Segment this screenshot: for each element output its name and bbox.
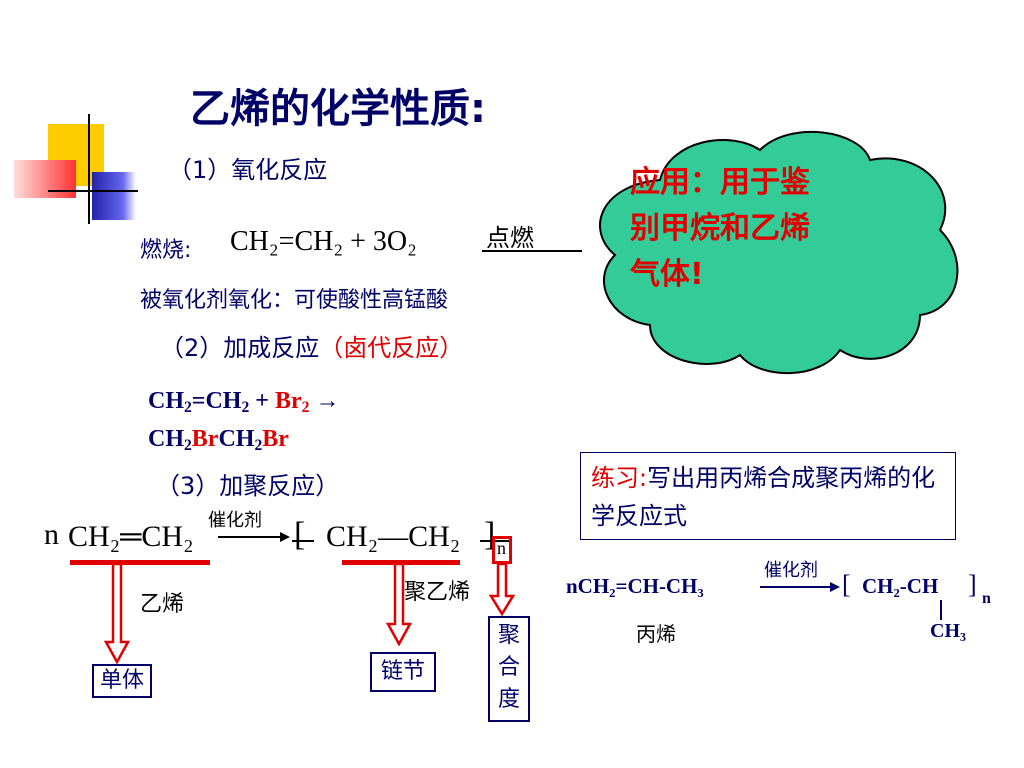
eth-bracket-right: ] [484,516,496,553]
prop-n-sub: n [982,590,991,607]
combustion-equation: CH₂=CH₂ + 3O₂ [230,226,417,257]
eq-ch: CH [218,426,255,452]
cloud-callout [599,130,959,375]
practice-label: 练习: [591,464,648,492]
eq-plus: + [255,388,269,414]
eth-product: CH₂—CH₂ [326,520,461,553]
oxidizer-line: 被氧化剂氧化：可使酸性高锰酸 [140,288,449,313]
label-polyethylene: 聚乙烯 [404,580,471,605]
label-ethylene: 乙烯 [140,592,185,617]
degree-char-3: 度 [497,687,520,712]
box-chain-unit: 链节 [370,652,436,692]
eth-n-sub: n [497,538,506,558]
eth-right-bar [480,540,512,542]
degree-arrow [489,564,515,616]
decor-blue-square [92,172,136,220]
section-oxidation: （1）氧化反应 [168,156,328,184]
decor-vertical-line [88,114,90,224]
bromine-equation-line1: CH2=CH2 + Br2 → [148,388,339,417]
chain-underline [342,560,460,565]
eth-n-box [492,536,512,564]
cloud-line-1: 应用：用于鉴 [630,165,810,200]
eq-arrow: → [315,388,340,414]
page-title: 乙烯的化学性质: [190,86,486,132]
cloud-line-3: 气体! [630,257,704,292]
eth-arrow [218,532,290,542]
bromine-equation-line2: CH2BrCH2Br [148,426,289,455]
prop-branch: CH₃ [930,620,966,642]
eth-catalyst: 催化剂 [208,510,262,531]
combustion-condition: 点燃 [486,224,534,252]
prop-bracket-right: ] [968,570,977,599]
practice-box: 练习:写出用丙烯合成聚丙烯的化学反应式 [580,452,956,540]
combustion-label: 燃烧: [140,238,192,263]
eq-sub: 2 [301,399,310,416]
eth-reactant: CH₂═CH₂ [68,520,194,553]
decor-horizontal-line [48,190,138,192]
prop-product: CH₂-CH [862,574,939,598]
prop-catalyst: 催化剂 [764,560,818,581]
section-addition-prefix: （2）加成反应 [160,334,320,362]
section-addition: （2）加成反应（卤代反应） [160,328,463,363]
monomer-underline [70,560,210,565]
eth-plus-bar [292,540,314,542]
box-polymerization-degree: 聚 合 度 [488,616,530,722]
section-addition-suffix: （卤代反应） [319,334,464,362]
monomer-arrow [104,564,130,664]
degree-char-1: 聚 [497,623,520,648]
eth-bracket-left: [ [294,516,306,553]
chain-arrow [386,564,412,646]
eq-sub: 2 [241,399,250,416]
eq-sub: 2 [254,437,263,454]
section-polymerization: （3）加聚反应） [156,472,340,500]
prop-bracket-left: [ [842,570,851,599]
prop-branch-line [940,600,942,620]
eth-n: n [44,518,59,551]
combustion-arrow-line [482,250,582,252]
prop-reactant: nCH₂=CH-CH₃ [566,574,704,598]
eq-ch: CH [148,426,184,452]
eq-sub: 2 [184,399,192,416]
eq-br: Br [262,426,289,452]
cloud-line-2: 别甲烷和乙烯 [630,211,810,246]
degree-char-2: 合 [497,655,520,680]
box-monomer: 单体 [92,664,152,698]
decor-red-bar [14,160,76,198]
prop-label: 丙烯 [636,622,676,646]
eq-ch: CH [148,388,184,414]
prop-arrow [760,582,840,592]
eq-br: Br [274,388,302,414]
cloud-text: 应用：用于鉴 别甲烷和乙烯 气体! [630,160,890,298]
eq-br: Br [191,426,219,452]
eq-sub: 2 [184,437,192,454]
eq-ch: =CH [191,388,242,414]
practice-text: 写出用丙烯合成聚丙烯的化学反应式 [591,464,936,530]
